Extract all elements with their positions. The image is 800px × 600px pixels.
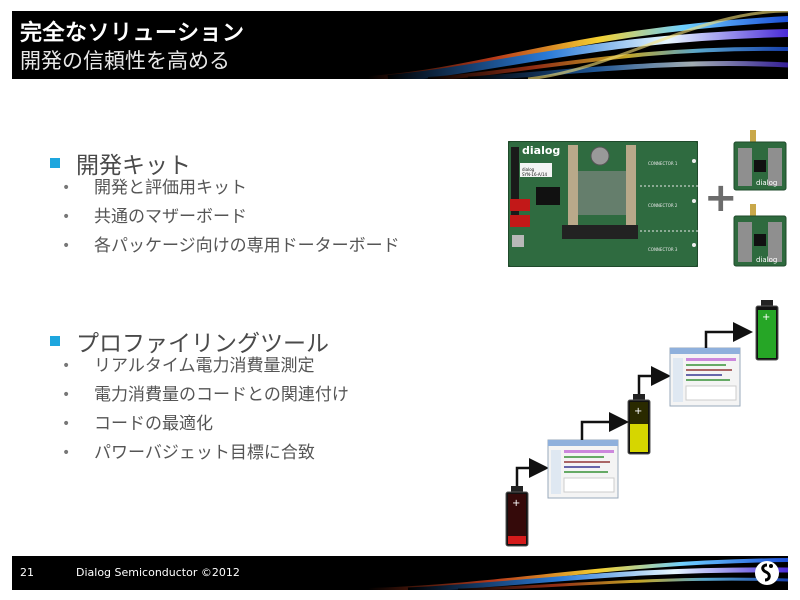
list-item-text: 各パッケージ向けの専用ドーターボード [94, 236, 400, 256]
battery-low-icon: + [505, 486, 529, 547]
battery-mid-icon: + [627, 394, 651, 455]
list-item: • 共通のマザーボード [62, 203, 400, 232]
daughter-board-bottom-image: dialog [733, 204, 787, 267]
board-badge-line1: dialog [522, 167, 535, 172]
section-heading-dev-kit: 開発キット [50, 146, 191, 180]
connector-label-2: CONNECTOR 2 [648, 203, 678, 208]
profiling-screenshot-2 [669, 347, 741, 407]
bullet-dot-icon: • [62, 416, 71, 432]
daughter-board-top-image: dialog [733, 130, 787, 191]
list-item-text: リアルタイム電力消費量測定 [94, 356, 315, 376]
plus-icon: + [704, 175, 738, 221]
slide-footer: 21 Dialog Semiconductor ©2012 [12, 556, 788, 590]
bullet-dot-icon: • [62, 238, 71, 254]
section-heading-text: プロファイリングツール [76, 331, 329, 357]
profiling-screenshot-1 [547, 439, 619, 499]
copyright-text: Dialog Semiconductor ©2012 [76, 566, 240, 579]
arrow-icon [637, 366, 671, 394]
bullet-dot-icon: • [62, 387, 71, 403]
slide-title: 完全なソリューション [20, 21, 245, 46]
battery-full-icon: + [755, 300, 779, 361]
arrow-icon [580, 412, 629, 440]
motherboard-image: dialog SYN-16-A/14 dialog CONNECTOR 1 CO… [508, 141, 698, 267]
bullet-square-icon [50, 158, 60, 168]
dev-kit-bullet-list: • 開発と評価用キット • 共通のマザーボード • 各パッケージ向けの専用ドーターボー… [62, 174, 400, 261]
list-item: • 電力消費量のコードとの関連付け [62, 381, 349, 410]
section-heading-text: 開発キット [76, 153, 191, 179]
list-item: • コードの最適化 [62, 410, 349, 439]
profiling-bullet-list: • リアルタイム電力消費量測定 • 電力消費量のコードとの関連付け • コードの最適化… [62, 352, 349, 468]
daughter-board-logo: dialog [756, 256, 777, 264]
arrow-icon [515, 458, 549, 486]
board-logo-text: dialog [522, 144, 560, 157]
bullet-dot-icon: • [62, 180, 71, 196]
page-number: 21 [20, 566, 34, 579]
slide-subtitle: 開発の信頼性を高める [20, 49, 230, 73]
bullet-dot-icon: • [62, 358, 71, 374]
header-swirl-decoration [368, 11, 788, 79]
list-item: • パワーバジェット目標に合致 [62, 439, 349, 468]
battery-plus-sign: + [762, 312, 770, 323]
list-item-text: 共通のマザーボード [94, 207, 247, 227]
connector-label-1: CONNECTOR 1 [648, 161, 678, 166]
battery-plus-sign: + [512, 498, 520, 509]
connector-label-3: CONNECTOR 3 [648, 247, 678, 252]
slide-header: 完全なソリューション 開発の信頼性を高める [12, 11, 788, 79]
list-item-text: コードの最適化 [94, 414, 213, 434]
bullet-square-icon [50, 336, 60, 346]
bullet-dot-icon: • [62, 209, 71, 225]
arrow-icon [704, 322, 753, 348]
battery-plus-sign: + [634, 406, 642, 417]
list-item-text: 開発と評価用キット [94, 178, 247, 198]
dialog-logo-icon [755, 561, 779, 585]
profiling-staircase-diagram: + + + [505, 300, 779, 547]
footer-swirl-decoration [368, 558, 788, 590]
list-item: • 各パッケージ向けの専用ドーターボード [62, 232, 400, 261]
list-item: • 開発と評価用キット [62, 174, 400, 203]
section-heading-profiling-tool: プロファイリングツール [50, 324, 329, 358]
list-item-text: パワーバジェット目標に合致 [94, 443, 315, 463]
bullet-dot-icon: • [62, 445, 71, 461]
list-item-text: 電力消費量のコードとの関連付け [94, 385, 349, 405]
daughter-board-logo: dialog [756, 179, 777, 187]
list-item: • リアルタイム電力消費量測定 [62, 352, 349, 381]
board-badge-line2: SYN-16-A/14 [522, 172, 547, 177]
